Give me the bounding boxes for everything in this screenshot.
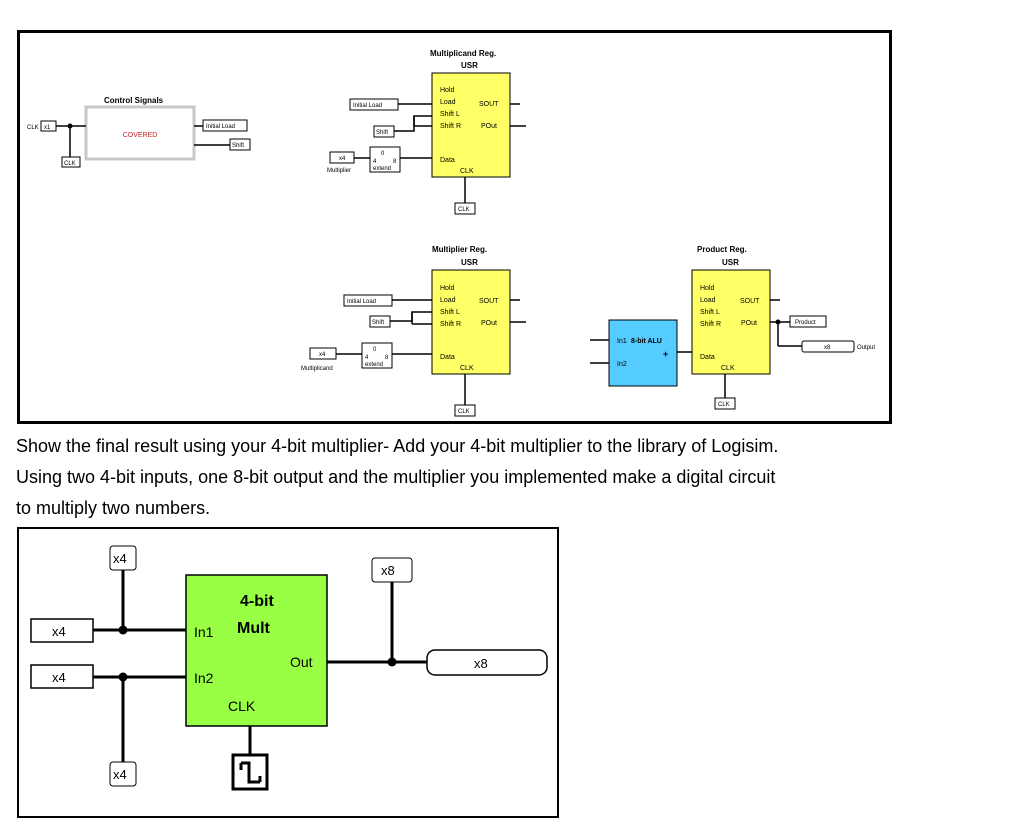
svg-text:Product: Product bbox=[795, 320, 816, 326]
svg-text:Shift R: Shift R bbox=[440, 321, 461, 328]
svg-text:Hold: Hold bbox=[700, 285, 715, 292]
svg-text:Hold: Hold bbox=[440, 285, 455, 292]
svg-text:extend: extend bbox=[365, 362, 383, 368]
product-usr-box[interactable] bbox=[691, 269, 771, 375]
svg-text:4: 4 bbox=[373, 159, 377, 165]
mplier-clk-tunnel[interactable] bbox=[454, 404, 476, 417]
output-pin[interactable] bbox=[801, 340, 855, 353]
product-tunnel[interactable] bbox=[789, 315, 827, 328]
multiplier-register: Multiplier Reg. USR Hold Load Shift L Sh… bbox=[301, 245, 526, 417]
shift-tunnel[interactable] bbox=[229, 138, 251, 151]
product-clk-tunnel[interactable] bbox=[714, 397, 736, 410]
svg-text:+: + bbox=[663, 349, 668, 359]
svg-text:Initial Load: Initial Load bbox=[353, 103, 382, 109]
svg-text:Load: Load bbox=[440, 297, 456, 304]
svg-text:SOUT: SOUT bbox=[479, 101, 499, 108]
svg-text:Multiplier: Multiplier bbox=[327, 168, 351, 174]
svg-text:extend: extend bbox=[373, 166, 391, 172]
control-box[interactable] bbox=[84, 105, 196, 161]
svg-text:CLK: CLK bbox=[64, 161, 76, 167]
mcand-bit-extender[interactable] bbox=[369, 146, 401, 173]
svg-text:4: 4 bbox=[365, 355, 369, 361]
clk-left-label: CLK bbox=[27, 125, 39, 131]
svg-text:CLK: CLK bbox=[458, 409, 470, 415]
svg-text:Shift: Shift bbox=[232, 143, 244, 149]
mcand-clk-tunnel[interactable] bbox=[454, 202, 476, 215]
instruction-line-3: to multiply two numbers. bbox=[16, 498, 211, 518]
svg-text:Shift: Shift bbox=[372, 320, 384, 326]
svg-text:Initial Load: Initial Load bbox=[206, 124, 235, 130]
instruction-line-1: Show the final result using your 4-bit m… bbox=[16, 436, 779, 456]
clk-input-value: x1 bbox=[44, 125, 51, 131]
svg-text:x8: x8 bbox=[824, 345, 831, 351]
svg-text:Data: Data bbox=[440, 157, 455, 164]
svg-text:Multiplicand Reg.: Multiplicand Reg. bbox=[430, 49, 496, 58]
svg-text:CLK: CLK bbox=[458, 207, 470, 213]
svg-text:8-bit ALU: 8-bit ALU bbox=[631, 338, 662, 345]
product-register: Product Reg. USR Hold Load Shift L Shift… bbox=[691, 245, 875, 410]
svg-text:0: 0 bbox=[373, 347, 377, 353]
svg-text:Initial Load: Initial Load bbox=[347, 299, 376, 305]
svg-text:Product Reg.: Product Reg. bbox=[697, 245, 747, 254]
svg-text:8: 8 bbox=[393, 159, 397, 165]
svg-text:Load: Load bbox=[700, 297, 716, 304]
svg-text:SOUT: SOUT bbox=[740, 298, 760, 305]
svg-text:8: 8 bbox=[385, 355, 389, 361]
svg-text:Shift: Shift bbox=[376, 130, 388, 136]
alu-block: In1 8-bit ALU In2 + bbox=[590, 319, 692, 387]
svg-text:USR: USR bbox=[722, 258, 739, 267]
alu-box[interactable] bbox=[608, 319, 678, 387]
instruction-line-2: Using two 4-bit inputs, one 8-bit output… bbox=[16, 467, 776, 487]
svg-text:POut: POut bbox=[481, 320, 497, 327]
svg-text:Multiplicand: Multiplicand bbox=[301, 366, 333, 372]
svg-text:Data: Data bbox=[700, 354, 715, 361]
svg-text:Multiplier Reg.: Multiplier Reg. bbox=[432, 245, 487, 254]
mplier-bit-extender[interactable] bbox=[361, 342, 393, 369]
svg-text:SOUT: SOUT bbox=[479, 298, 499, 305]
clk-tunnel[interactable] bbox=[61, 156, 81, 168]
multiplicand-usr-box[interactable] bbox=[431, 72, 511, 178]
svg-text:Shift R: Shift R bbox=[440, 123, 461, 130]
svg-text:Shift L: Shift L bbox=[440, 309, 460, 316]
control-signals-block: Control Signals COVERED CLK x1 CLK Initi… bbox=[27, 96, 251, 168]
covered-label: COVERED bbox=[123, 132, 158, 139]
svg-text:CLK: CLK bbox=[718, 402, 730, 408]
top-circuit-diagram: Control Signals COVERED CLK x1 CLK Initi… bbox=[27, 49, 875, 417]
svg-text:Shift R: Shift R bbox=[700, 321, 721, 328]
svg-text:Output: Output bbox=[857, 345, 875, 351]
control-title: Control Signals bbox=[104, 96, 164, 105]
svg-text:USR: USR bbox=[461, 61, 478, 70]
bottom-circuit-frame bbox=[17, 527, 559, 818]
svg-text:POut: POut bbox=[481, 123, 497, 130]
svg-text:Shift L: Shift L bbox=[440, 111, 460, 118]
svg-text:In2: In2 bbox=[617, 361, 627, 368]
multiplicand-register: Multiplicand Reg. USR Hold Load Shift L … bbox=[327, 49, 526, 215]
initial-load-tunnel[interactable] bbox=[202, 119, 248, 132]
svg-text:In1: In1 bbox=[617, 338, 627, 345]
svg-text:CLK: CLK bbox=[460, 168, 474, 175]
svg-text:x4: x4 bbox=[339, 156, 346, 162]
svg-text:POut: POut bbox=[741, 320, 757, 327]
svg-text:Load: Load bbox=[440, 99, 456, 106]
svg-text:Shift L: Shift L bbox=[700, 309, 720, 316]
svg-text:0: 0 bbox=[381, 151, 385, 157]
svg-text:Hold: Hold bbox=[440, 87, 455, 94]
svg-text:CLK: CLK bbox=[721, 365, 735, 372]
svg-text:x4: x4 bbox=[319, 352, 326, 358]
svg-text:USR: USR bbox=[461, 258, 478, 267]
svg-text:CLK: CLK bbox=[460, 365, 474, 372]
multiplier-usr-box[interactable] bbox=[431, 269, 511, 375]
svg-text:Data: Data bbox=[440, 354, 455, 361]
